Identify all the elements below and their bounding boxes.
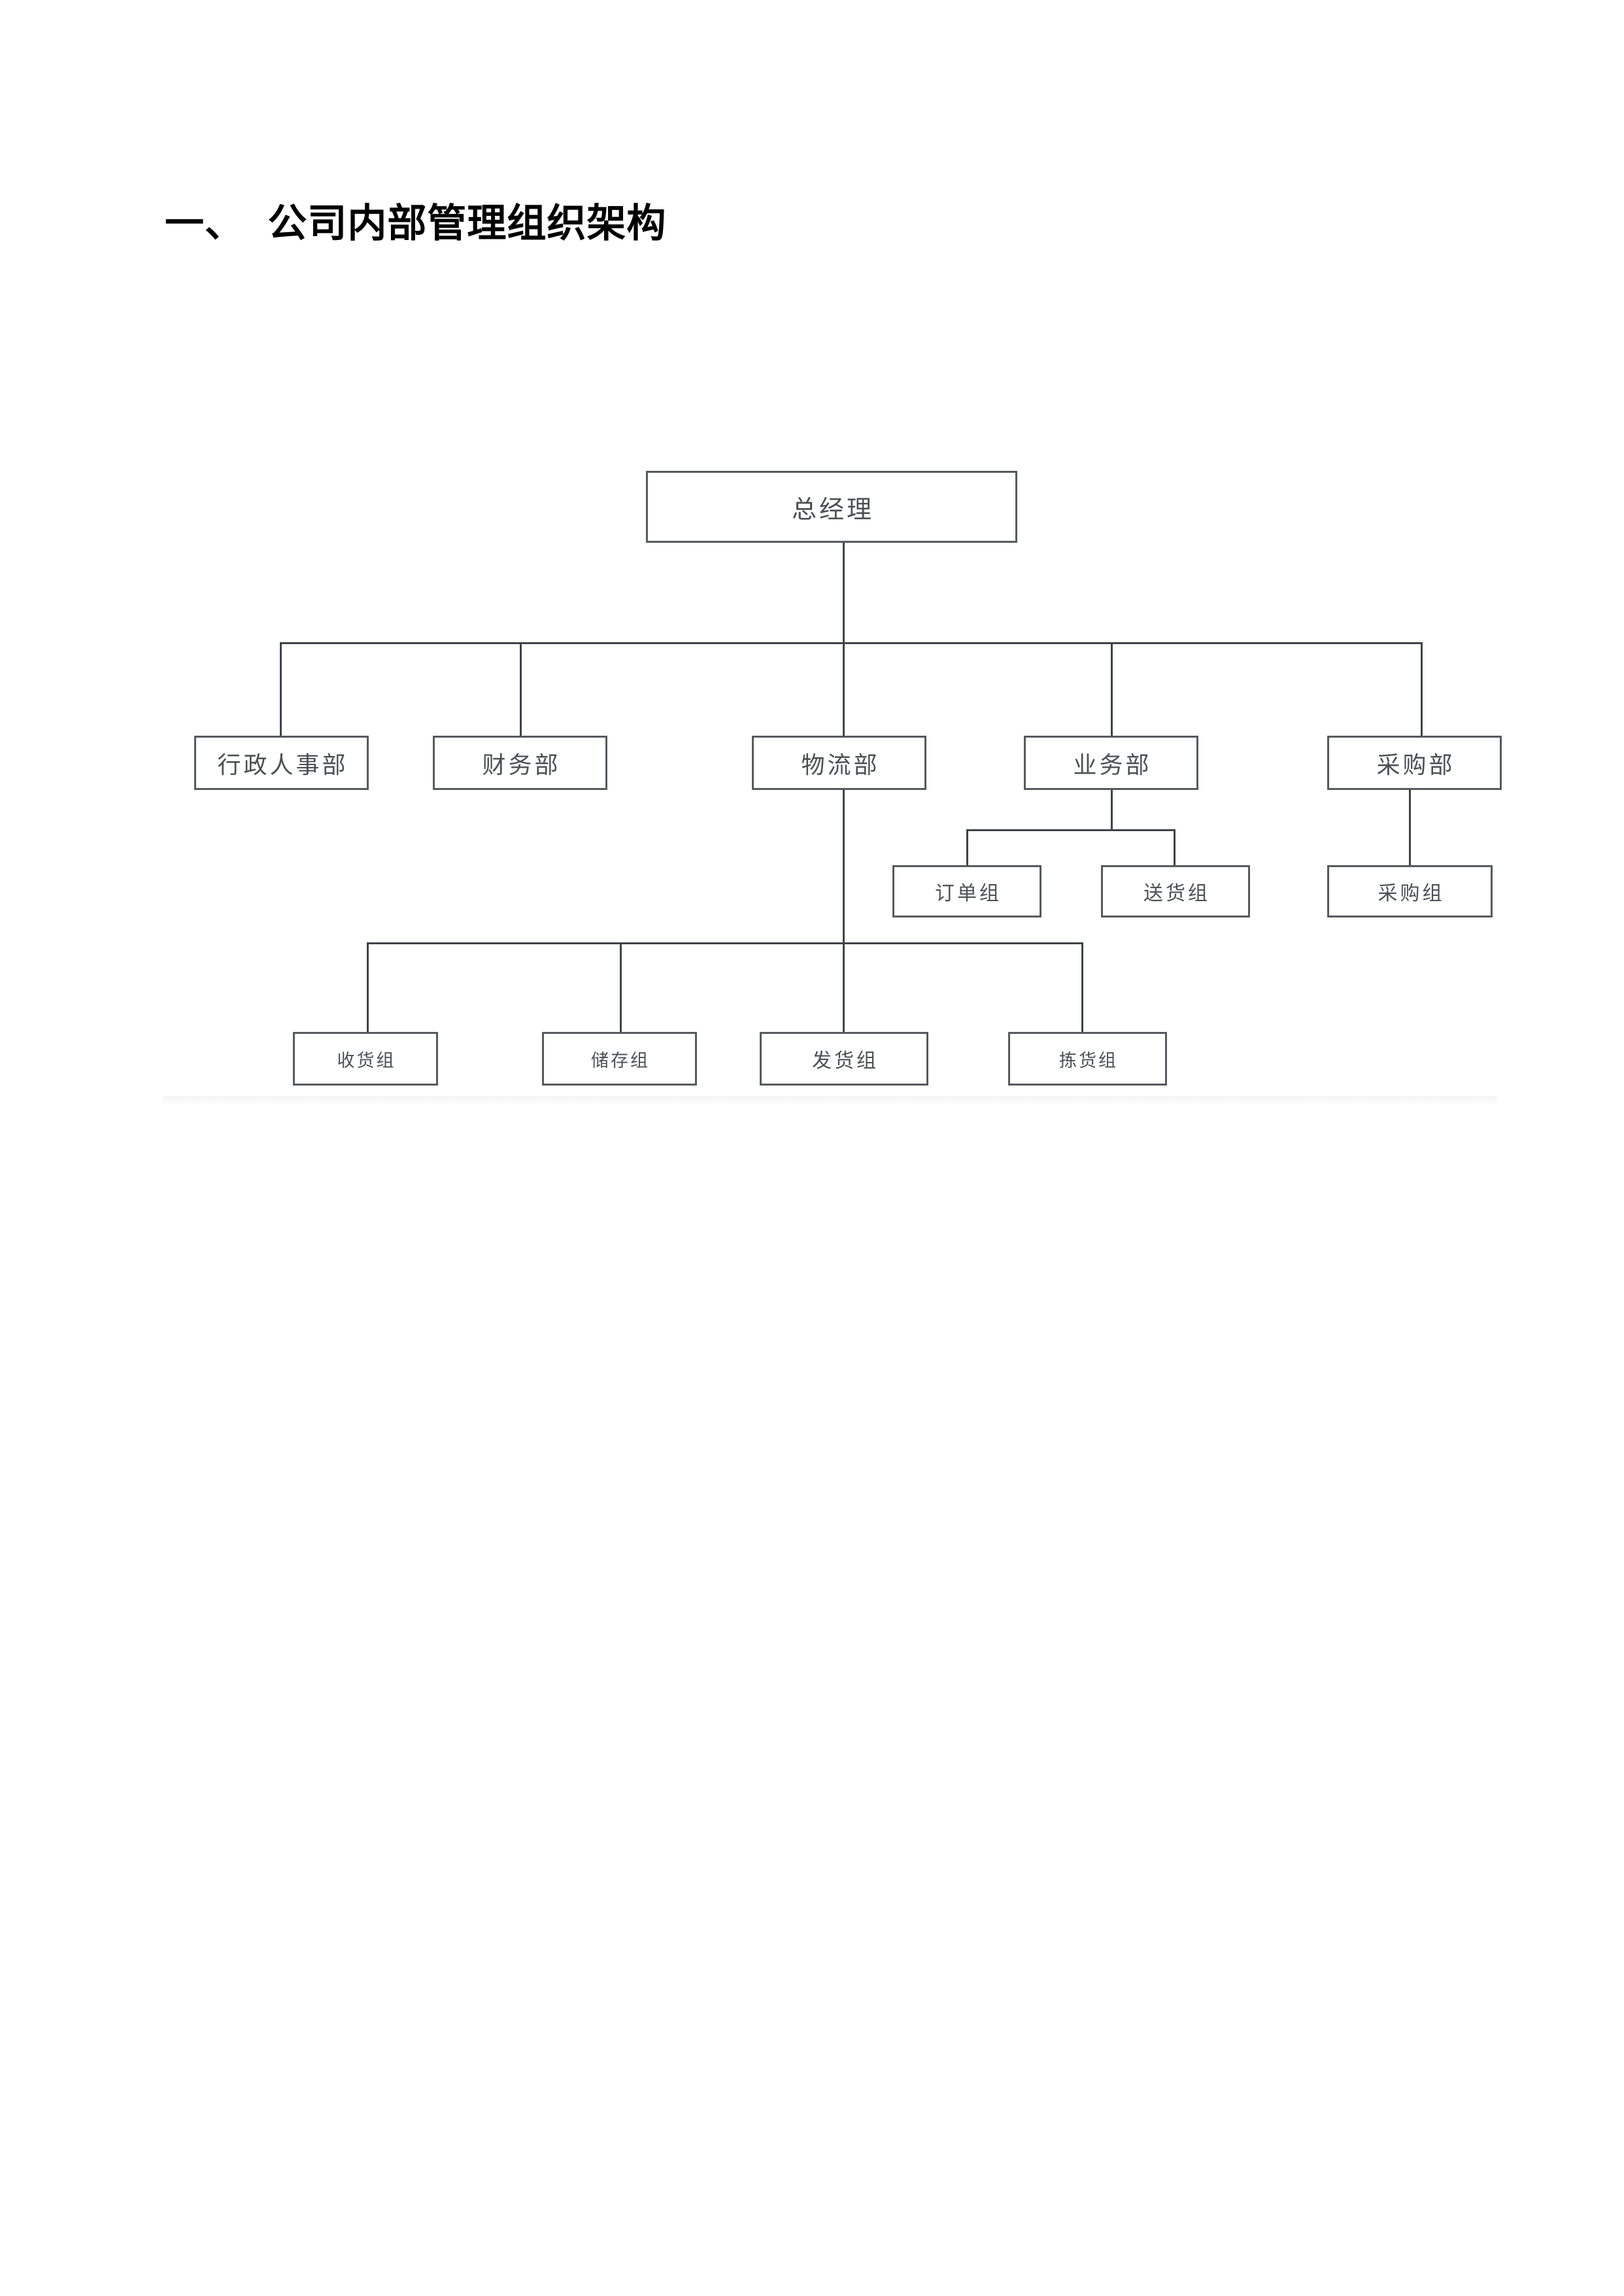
connector-gm-stem — [843, 543, 845, 644]
org-node-purchase-dept[interactable]: 采购部 — [1327, 736, 1502, 790]
connector-drop-storage — [620, 942, 622, 1033]
org-node-admin-hr-dept[interactable]: 行政人事部 — [194, 736, 369, 790]
connector-drop-purchase — [1421, 642, 1423, 737]
connector-drop-delivery — [1174, 829, 1176, 866]
connector-drop-receiving — [367, 942, 369, 1033]
connector-drop-shipping — [843, 942, 845, 1033]
org-node-storage-group[interactable]: 储存组 — [542, 1032, 697, 1086]
org-node-general-manager[interactable]: 总经理 — [646, 471, 1017, 543]
page-title: 一、 公司内部管理组织架构 — [165, 201, 667, 245]
connector-drop-order — [966, 829, 968, 866]
org-node-logistics-dept[interactable]: 物流部 — [752, 736, 926, 790]
org-node-finance-dept[interactable]: 财务部 — [433, 736, 607, 790]
connector-drop-picking — [1081, 942, 1083, 1033]
connector-business-bus — [966, 829, 1176, 831]
org-node-purchase-group[interactable]: 采购组 — [1327, 865, 1493, 917]
org-node-delivery-group[interactable]: 送货组 — [1101, 865, 1250, 917]
connector-logistics-bus — [367, 942, 1083, 944]
connector-drop-admin-hr — [280, 642, 282, 737]
connector-level2-bus — [280, 642, 1423, 644]
org-node-order-group[interactable]: 订单组 — [892, 865, 1041, 917]
connector-business-stem — [1111, 790, 1113, 831]
org-node-picking-group[interactable]: 拣货组 — [1008, 1032, 1167, 1086]
connector-logistics-stem — [843, 790, 845, 944]
org-node-receiving-group[interactable]: 收货组 — [293, 1032, 438, 1086]
org-node-business-dept[interactable]: 业务部 — [1024, 736, 1198, 790]
connector-purchase-stem — [1409, 790, 1411, 865]
connector-drop-logistics — [843, 642, 845, 737]
connector-drop-business — [1111, 642, 1113, 737]
chart-baseline-shadow — [163, 1096, 1497, 1105]
connector-drop-finance — [520, 642, 522, 737]
org-node-shipping-group[interactable]: 发货组 — [760, 1032, 928, 1086]
